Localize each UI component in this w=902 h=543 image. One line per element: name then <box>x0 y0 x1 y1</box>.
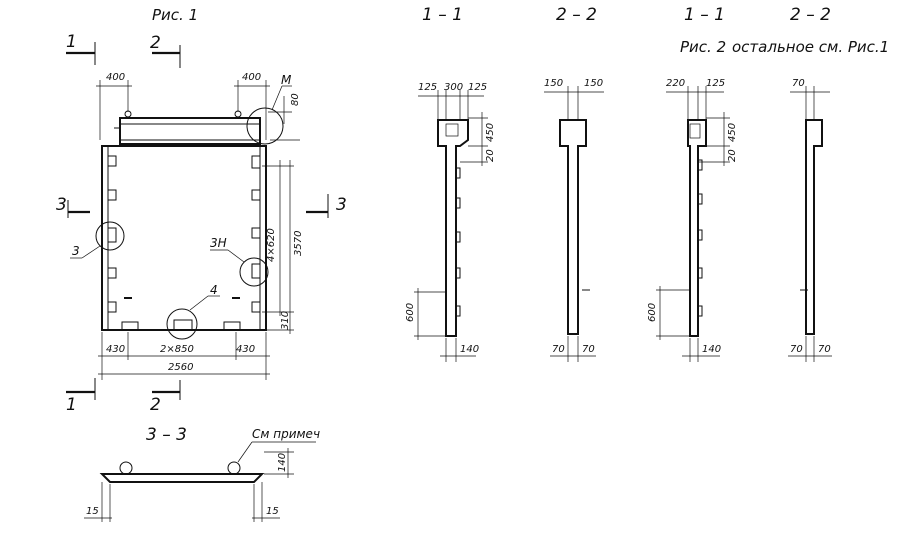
section-3-3-title: 3 – 3 <box>146 425 187 445</box>
figure-2-header: Рис. 2 остальное см. Рис.1 <box>680 38 889 56</box>
svg-text:3: 3 <box>56 195 67 215</box>
callout-3n: 3Н <box>210 236 269 287</box>
svg-text:20: 20 <box>727 149 738 162</box>
callout-3: 3 <box>70 221 125 259</box>
svg-text:70: 70 <box>792 78 805 89</box>
right-notches <box>251 155 261 313</box>
svg-text:150: 150 <box>544 78 563 89</box>
svg-text:125: 125 <box>418 82 437 93</box>
svg-text:430: 430 <box>106 344 125 355</box>
dim-top-height: 80 <box>268 93 301 124</box>
svg-text:70: 70 <box>790 344 803 355</box>
sec-heading-c: 1 – 1 <box>684 5 725 25</box>
svg-text:80: 80 <box>290 93 301 106</box>
svg-text:125: 125 <box>468 82 487 93</box>
svg-text:140: 140 <box>460 344 479 355</box>
sec-heading-a: 1 – 1 <box>422 5 463 25</box>
figure-2-subtitle: остальное см. Рис.1 <box>732 38 889 56</box>
section-d: 70 70 70 <box>788 78 832 362</box>
section-mark-1-bottom: 1 <box>66 378 96 415</box>
svg-text:70: 70 <box>582 344 595 355</box>
section-3-3-note: См примеч <box>252 427 320 441</box>
svg-text:400: 400 <box>242 72 261 83</box>
section-mark-2-bottom: 2 <box>150 380 181 415</box>
sec-heading-b: 2 – 2 <box>556 5 597 25</box>
bottom-notches <box>121 297 241 331</box>
svg-text:15: 15 <box>266 506 279 517</box>
svg-text:20: 20 <box>485 149 496 162</box>
section-a: 125 300 125 450 20 600 140 <box>405 82 496 362</box>
svg-text:600: 600 <box>647 303 658 322</box>
section-3-3: 3 – 3 См примеч 140 15 15 <box>84 425 320 522</box>
section-mark-3-left: 3 <box>56 195 90 218</box>
dim-bottom: 430 2×850 430 2560 <box>98 332 270 380</box>
figure-1: Рис. 1 1 2 400 400 80 <box>56 6 347 415</box>
figure-2-title: Рис. 2 <box>680 38 726 56</box>
callout-m: М <box>246 73 292 145</box>
section-mark-1-top: 1 <box>66 32 96 65</box>
svg-text:600: 600 <box>405 303 416 322</box>
sec-heading-d: 2 – 2 <box>790 5 831 25</box>
svg-text:400: 400 <box>106 72 125 83</box>
svg-text:70: 70 <box>552 344 565 355</box>
section-c: 220 125 450 20 600 140 <box>647 78 738 362</box>
svg-text:140: 140 <box>277 453 288 472</box>
svg-text:140: 140 <box>702 344 721 355</box>
svg-text:150: 150 <box>584 78 603 89</box>
svg-text:125: 125 <box>706 78 725 89</box>
svg-text:2560: 2560 <box>168 362 193 373</box>
svg-text:3: 3 <box>336 195 347 215</box>
main-panel <box>101 145 267 331</box>
svg-text:1: 1 <box>66 395 77 415</box>
section-mark-2-top: 2 <box>150 33 181 68</box>
dim-right: 4×620 3570 310 <box>262 139 304 334</box>
dim-top-right: 400 <box>234 72 270 140</box>
svg-text:2×850: 2×850 <box>160 344 194 355</box>
svg-text:220: 220 <box>666 78 685 89</box>
svg-text:310: 310 <box>280 311 291 330</box>
svg-text:3570: 3570 <box>293 231 304 256</box>
dim-top-left: 400 <box>96 72 132 140</box>
svg-text:15: 15 <box>86 506 99 517</box>
figure-1-title: Рис. 1 <box>152 6 198 24</box>
svg-text:М: М <box>281 73 292 87</box>
section-mark-3-right: 3 <box>306 194 347 218</box>
svg-text:450: 450 <box>485 123 496 142</box>
svg-text:3Н: 3Н <box>210 236 227 250</box>
svg-text:1: 1 <box>66 32 77 52</box>
svg-text:430: 430 <box>236 344 255 355</box>
left-notches <box>107 155 117 313</box>
svg-text:4: 4 <box>210 283 218 297</box>
svg-text:450: 450 <box>727 123 738 142</box>
svg-text:2: 2 <box>150 33 161 53</box>
svg-text:70: 70 <box>818 344 831 355</box>
svg-text:300: 300 <box>444 82 463 93</box>
svg-text:4×620: 4×620 <box>266 228 277 262</box>
top-beam <box>114 110 261 145</box>
section-b: 150 150 70 70 <box>544 78 604 362</box>
callout-4: 4 <box>166 283 220 340</box>
svg-text:3: 3 <box>72 244 80 258</box>
svg-text:2: 2 <box>150 395 161 415</box>
